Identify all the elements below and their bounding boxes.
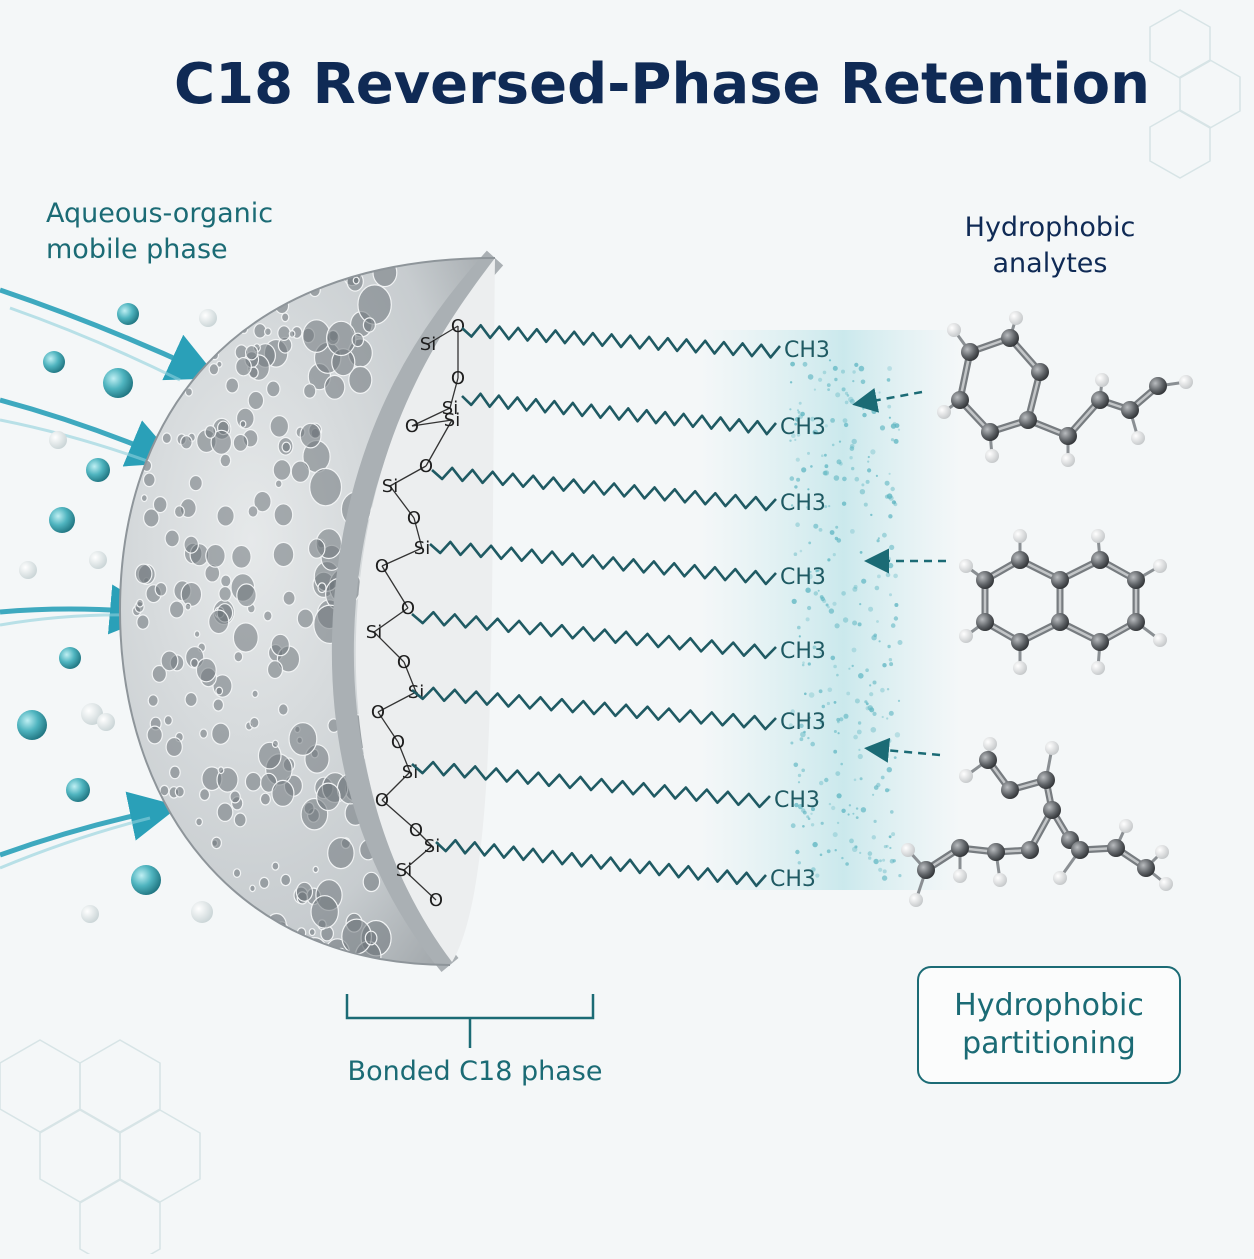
solvent-molecules (17, 303, 217, 923)
svg-text:O: O (451, 316, 465, 337)
partitioning-line2: partitioning (962, 1026, 1136, 1061)
c18-chain (411, 686, 777, 731)
analyte-arrow-1 (852, 388, 923, 413)
svg-text:O: O (429, 890, 443, 911)
svg-text:Si: Si (396, 860, 412, 881)
svg-text:Si: Si (424, 836, 440, 857)
bonded-phase-bracket (345, 994, 595, 1048)
svg-text:O: O (401, 598, 415, 619)
ch3-label: CH3 (780, 415, 826, 440)
bonded-phase-label: Bonded C18 phase (347, 1056, 603, 1087)
ch3-label: CH3 (780, 565, 826, 590)
ch3-label: CH3 (780, 710, 826, 735)
page-title: C18 Reversed-Phase Retention (174, 52, 1150, 117)
ch3-label: CH3 (774, 788, 820, 813)
mobile-phase-label: Aqueous-organic mobile phase (46, 196, 273, 268)
silica-bead (118, 250, 504, 972)
ch3-label: CH3 (780, 639, 826, 664)
analytes-label: Hydrophobic analytes (910, 210, 1190, 282)
analyte-molecules (901, 311, 1193, 907)
c18-chain (431, 466, 777, 512)
svg-text:O: O (391, 732, 405, 753)
analyte-branched-alkene (901, 737, 1173, 907)
c18-chain (461, 392, 778, 436)
analytes-label-line2: analytes (992, 248, 1108, 279)
partitioning-text: Hydrophobic partitioning (954, 987, 1144, 1063)
svg-text:Si: Si (402, 762, 418, 783)
svg-text:Si: Si (382, 476, 398, 497)
ch3-label: CH3 (780, 491, 826, 516)
svg-text:O: O (451, 368, 465, 389)
mobile-phase-label-line1: Aqueous-organic (46, 198, 274, 229)
svg-text:Si: Si (366, 622, 382, 643)
ch3-label: CH3 (770, 867, 816, 892)
svg-text:O: O (419, 456, 433, 477)
partition-dots (788, 359, 903, 881)
c18-chain (411, 610, 777, 660)
analytes-label-line1: Hydrophobic (964, 212, 1136, 243)
c18-chain (429, 540, 777, 586)
partitioning-callout: Hydrophobic partitioning (917, 966, 1181, 1084)
bead-outline (118, 257, 496, 966)
svg-text:Si: Si (414, 538, 430, 559)
analyte-arrow-3 (864, 737, 941, 763)
svg-text:Si: Si (444, 410, 460, 431)
svg-text:O: O (407, 508, 421, 529)
svg-text:Si: Si (420, 334, 436, 355)
c18-chain (411, 760, 771, 809)
analyte-naphthalene (959, 529, 1167, 675)
svg-text:O: O (397, 652, 411, 673)
ch3-label: CH3 (784, 338, 830, 363)
bead-rim (331, 250, 504, 972)
bead-cross-section (355, 258, 495, 962)
analyte-arrows (852, 388, 946, 763)
c18-chain (461, 324, 782, 359)
partitioning-line1: Hydrophobic (954, 988, 1144, 1023)
mobile-phase-label-line2: mobile phase (46, 234, 228, 265)
hex-pattern-bottom-left (0, 1039, 201, 1259)
svg-text:O: O (409, 820, 423, 841)
analyte-styrene (937, 311, 1193, 467)
svg-text:O: O (375, 556, 389, 577)
svg-text:O: O (371, 702, 385, 723)
svg-text:Si: Si (442, 398, 458, 419)
svg-text:O: O (405, 416, 419, 437)
hex-pattern-top-right (1149, 9, 1241, 179)
c18-chain (435, 838, 767, 888)
svg-text:O: O (375, 790, 389, 811)
